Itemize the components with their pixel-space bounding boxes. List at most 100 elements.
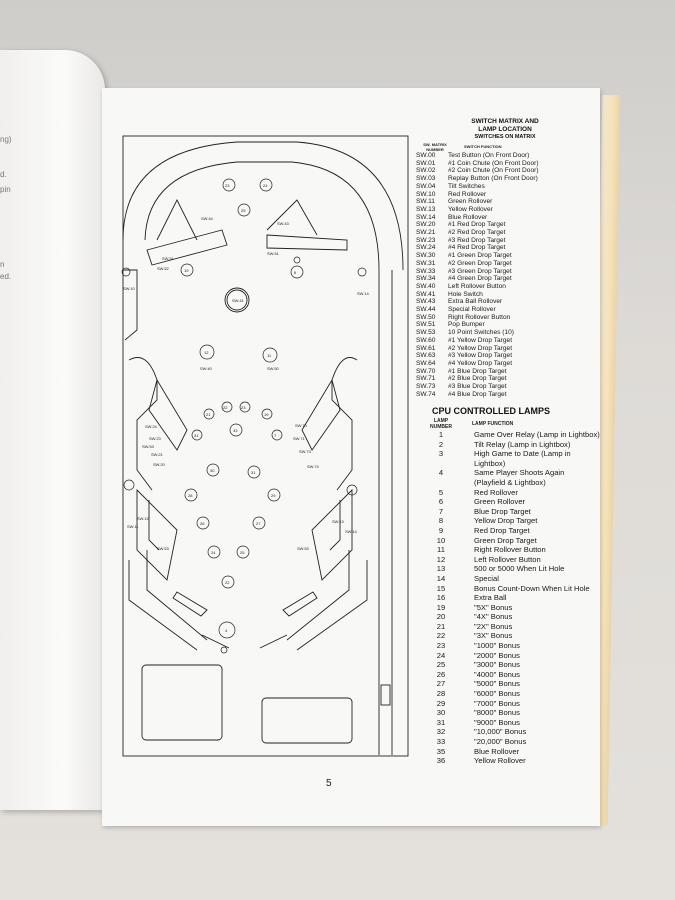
svg-text:19: 19	[184, 268, 189, 273]
lamp-function: (Playfield & Lightbox)	[474, 477, 546, 487]
svg-text:SW.11: SW.11	[127, 524, 139, 529]
lamp-number: 5	[438, 487, 444, 497]
svg-text:SW.41: SW.41	[232, 298, 245, 303]
left-apron-card	[141, 664, 223, 741]
lamp-function: "6000" Bonus	[474, 689, 520, 699]
switch-function: #4 Yellow Drop Target	[448, 359, 513, 367]
lamp-number: 21	[436, 621, 446, 631]
svg-text:SW.43: SW.43	[277, 221, 290, 226]
switch-function: #2 Blue Drop Target	[448, 375, 507, 383]
lamp-number: 28	[436, 689, 446, 699]
switch-number: SW.20	[416, 221, 436, 229]
switch-number: SW.30	[416, 252, 436, 260]
right-slingshot	[311, 488, 353, 581]
switch-function: #1 Yellow Drop Target	[448, 336, 513, 344]
table-row: 22"3X" Bonus	[428, 631, 608, 641]
lamp-number: 10	[436, 535, 446, 545]
right-top-lane	[266, 234, 348, 251]
column-header-function: SWITCH FUNCTION	[464, 144, 502, 149]
table-row: SW.73#3 Blue Drop Target	[416, 383, 594, 391]
table-row: 19"5X" Bonus	[428, 603, 608, 613]
switch-function: Blue Rollover	[448, 213, 488, 221]
table-row: SW.70#1 Blue Drop Target	[416, 368, 594, 376]
table-row: 23"1000" Bonus	[428, 641, 608, 651]
switch-function: #3 Green Drop Target	[448, 267, 512, 275]
lamp-function: Yellow Drop Target	[474, 516, 538, 526]
left-page-text: ed.	[0, 272, 12, 281]
svg-text:23: 23	[241, 405, 246, 410]
svg-text:24: 24	[211, 550, 216, 555]
svg-text:SW.40: SW.40	[200, 366, 213, 371]
lamp-number: 16	[436, 593, 446, 603]
table-row: SW.23#3 Red Drop Target	[416, 237, 594, 245]
switch-function: Right Rollover Button	[448, 313, 511, 321]
left-slingshot	[136, 488, 178, 581]
lamp-number: 11	[437, 545, 445, 555]
svg-text:SW.53: SW.53	[142, 444, 155, 449]
switch-function: #1 Blue Drop Target	[448, 367, 507, 375]
switch-number: SW.21	[416, 229, 436, 237]
lamp-table-title: CPU CONTROLLED LAMPS	[432, 406, 550, 416]
switch-number: SW.43	[416, 298, 436, 306]
table-row: 21"2X" Bonus	[428, 622, 608, 632]
switch-matrix-subtitle: SWITCHES ON MATRIX	[474, 134, 536, 140]
switch-number: SW.51	[416, 321, 436, 329]
center-hole	[224, 287, 250, 313]
left-drop-bank	[148, 378, 188, 451]
lamp-function: Blue Rollover	[474, 746, 520, 756]
switch-number: SW.53	[416, 329, 436, 337]
svg-text:22: 22	[225, 580, 230, 585]
lamp-function: Lightbox)	[474, 458, 506, 468]
switch-function: #4 Blue Drop Target	[448, 390, 507, 398]
svg-text:SW.13: SW.13	[332, 519, 345, 524]
table-row: 11 Right Rollover Button	[428, 545, 608, 555]
lamp-number: 32	[436, 727, 446, 737]
lamp-number: 22	[436, 631, 446, 641]
svg-text:SW.51: SW.51	[162, 256, 175, 261]
switch-number: SW.71	[416, 375, 436, 383]
lamp-function: "4X" Bonus	[474, 612, 513, 622]
lamp-function: Right Rollover Button	[474, 545, 546, 555]
switch-number: SW.03	[416, 175, 436, 183]
lamp-function: "5000" Bonus	[474, 679, 520, 689]
svg-text:25: 25	[241, 208, 246, 213]
switch-function: Yellow Rollover	[448, 205, 493, 213]
svg-text:31: 31	[251, 470, 256, 475]
table-row: 30"8000" Bonus	[428, 708, 608, 718]
svg-text:21: 21	[206, 412, 211, 417]
lamp-number: 6	[438, 497, 444, 507]
table-row: 20 "4X" Bonus	[428, 612, 608, 622]
lamp-number: 20	[436, 612, 446, 622]
svg-text:29: 29	[271, 493, 276, 498]
svg-text:SW.20: SW.20	[153, 462, 166, 467]
lamp-number: 7	[438, 506, 444, 516]
lamp-number	[428, 478, 454, 488]
lamp-function: Special	[474, 573, 499, 583]
switch-number: SW.31	[416, 259, 436, 267]
table-row: SW.24#4 Red Drop Target	[416, 244, 594, 252]
switch-matrix-title: SWITCH MATRIX AND	[471, 118, 539, 125]
lamp-function: Green Drop Target	[474, 535, 537, 545]
table-row: 25"3000" Bonus	[428, 660, 608, 670]
lamp-number: 25	[436, 660, 446, 670]
switch-number: SW.13	[416, 205, 436, 213]
svg-text:SW.52: SW.52	[157, 266, 170, 271]
switch-function: #2 Yellow Drop Target	[448, 344, 513, 352]
lamp-function: Bonus Count-Down When Lit Hole	[474, 583, 590, 593]
switch-function: Test Button (On Front Door)	[448, 152, 530, 159]
svg-text:SW.51: SW.51	[267, 251, 280, 256]
switch-function: #2 Red Drop Target	[448, 229, 506, 237]
table-row: 10 Green Drop Target	[428, 536, 608, 546]
svg-text:19: 19	[264, 412, 269, 417]
